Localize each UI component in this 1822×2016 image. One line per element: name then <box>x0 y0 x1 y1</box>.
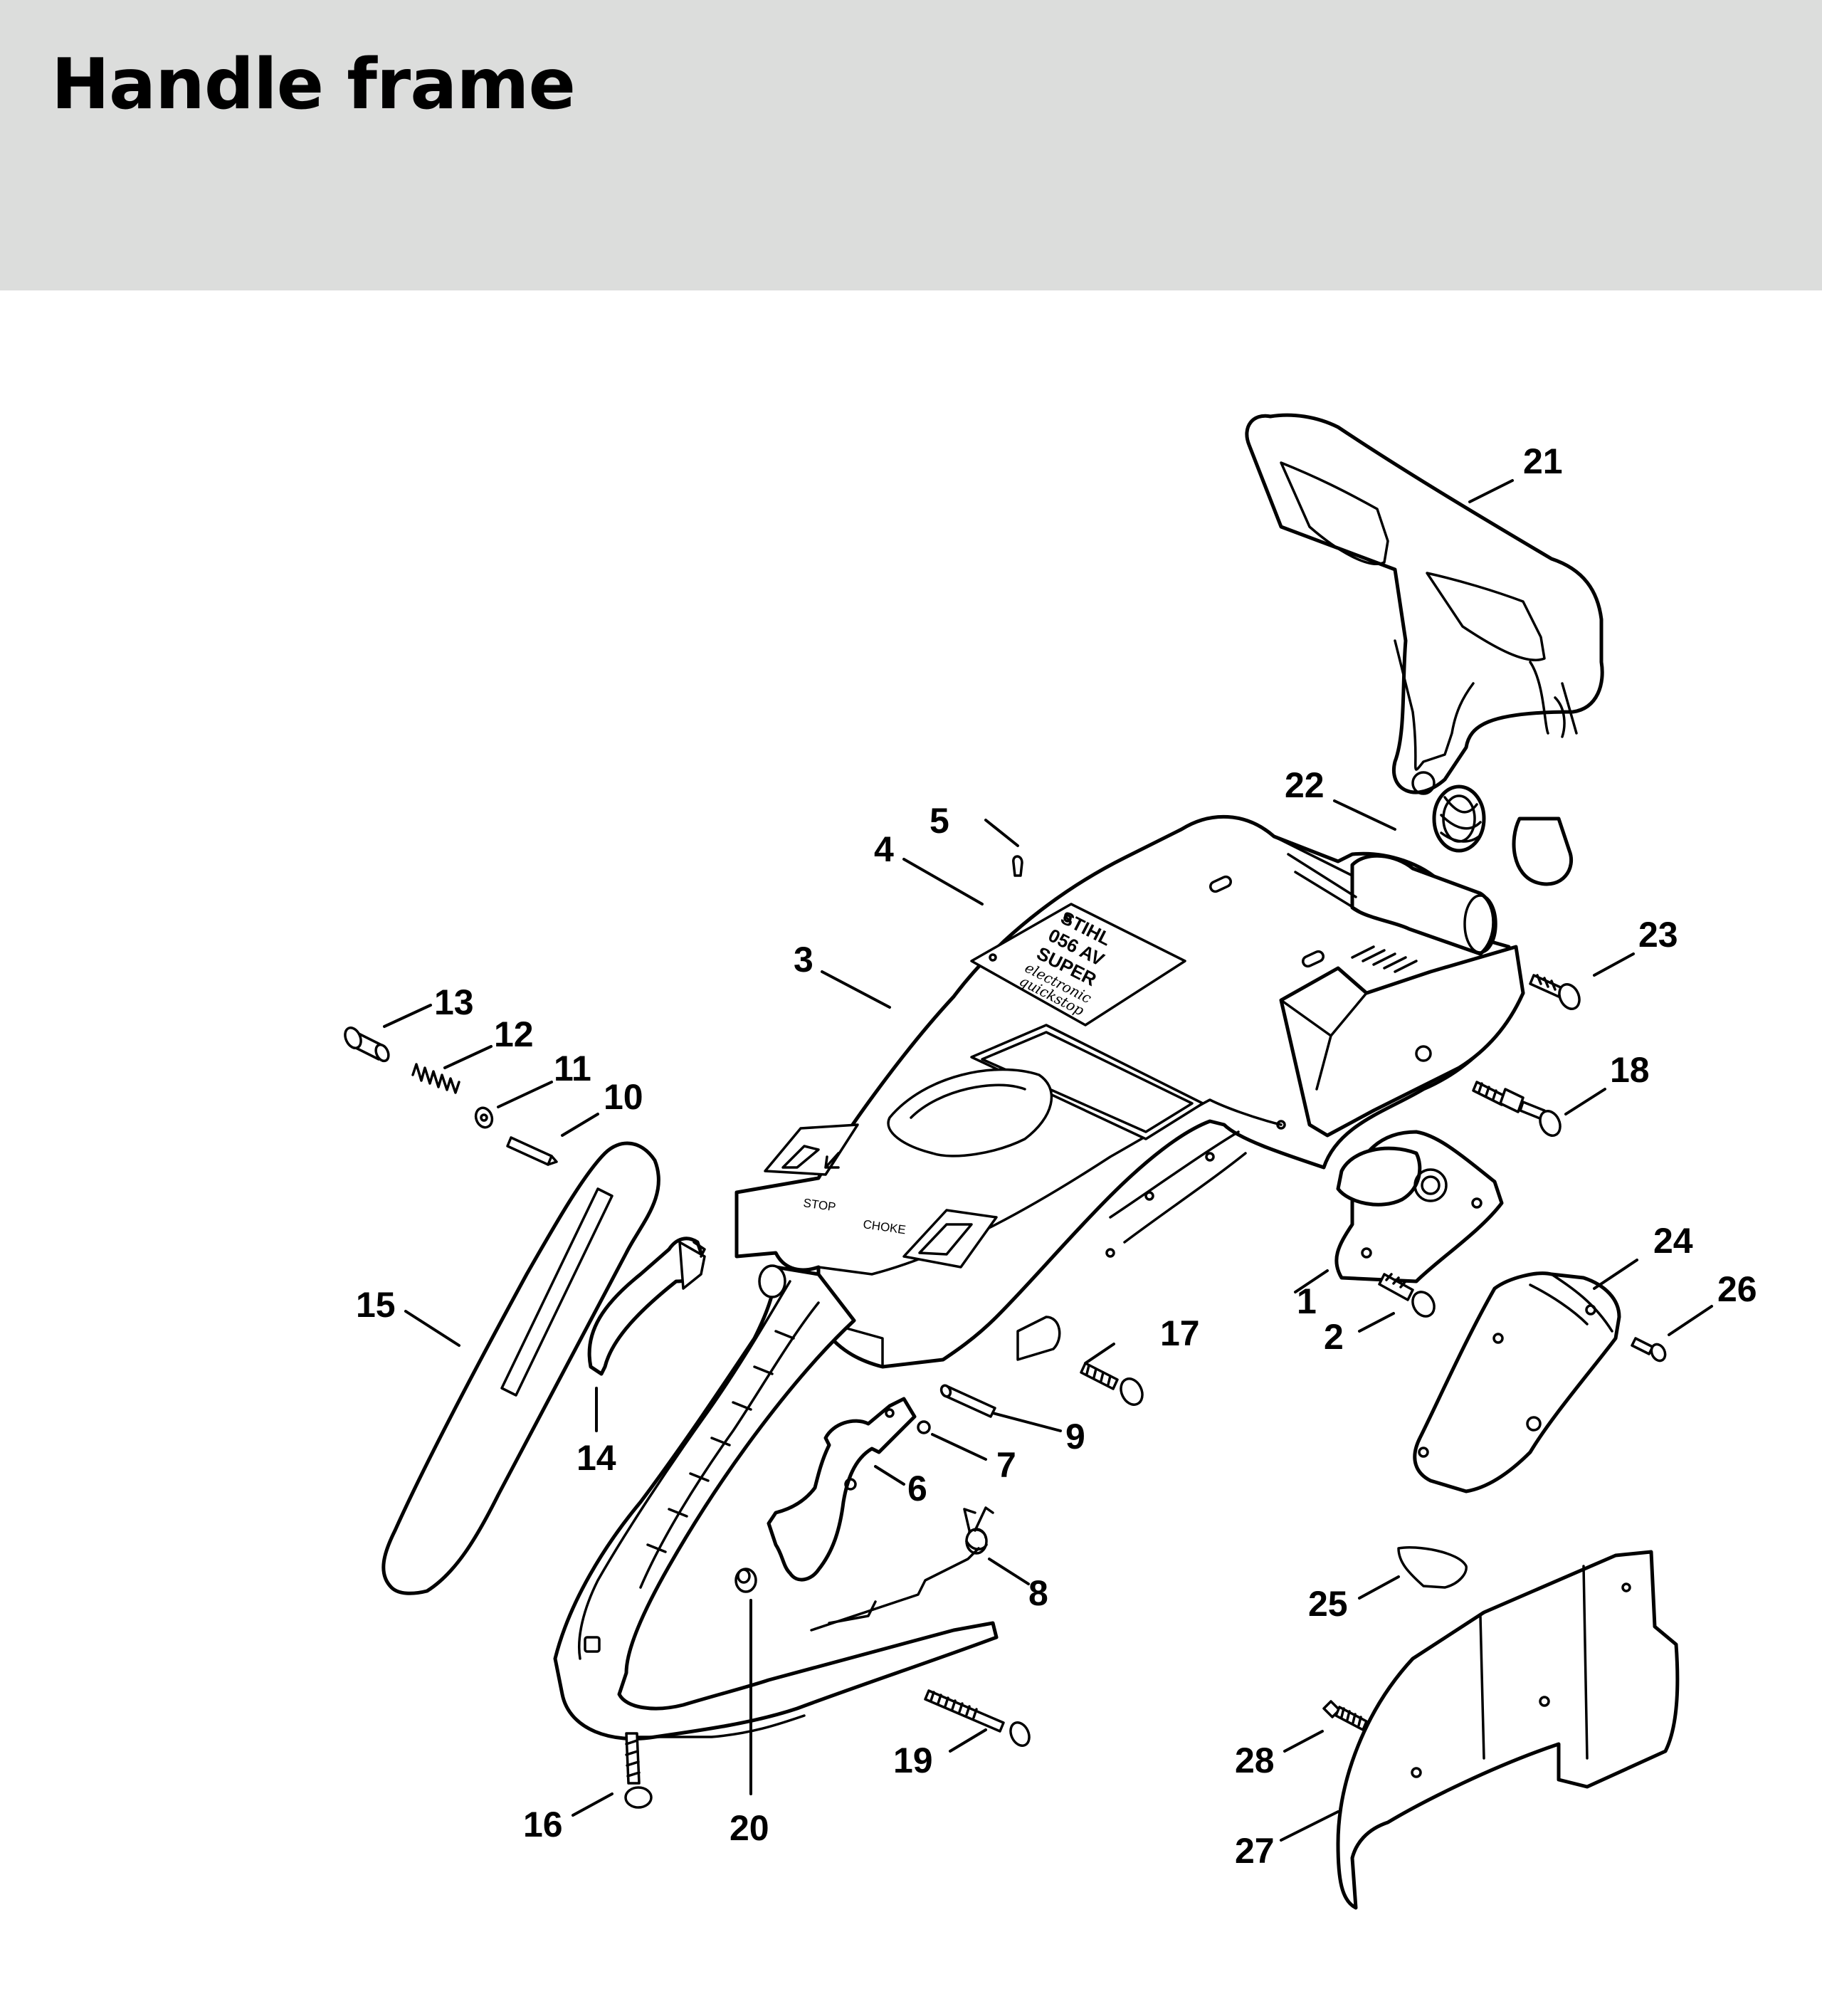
cover-24-part <box>1413 1271 1621 1493</box>
callout-22: 22 <box>1285 765 1325 805</box>
screw-16-part <box>624 1732 653 1809</box>
screw-17-part <box>1080 1362 1144 1406</box>
callout-labels: 1 2 3 4 5 6 7 8 9 10 11 12 13 14 15 16 1… <box>356 441 1757 1871</box>
callout-14: 14 <box>576 1438 616 1478</box>
leader-lines <box>383 479 1713 1842</box>
collar-screw-part <box>1472 1081 1562 1137</box>
callout-9: 9 <box>1065 1417 1085 1456</box>
callout-3: 3 <box>794 940 813 980</box>
screw-19-part <box>924 1689 1031 1747</box>
washer-part <box>474 1106 494 1129</box>
callout-1: 1 <box>1297 1281 1317 1321</box>
pin-10-part <box>506 1136 558 1166</box>
exploded-parts-diagram: STIHL 056 AV SUPER electronic quickstop … <box>0 290 1822 2016</box>
callout-17: 17 <box>1160 1313 1200 1353</box>
callout-11: 11 <box>554 1049 591 1088</box>
throttle-lockout-part <box>767 1397 917 1582</box>
plug-part <box>1397 1545 1468 1589</box>
callout-6: 6 <box>907 1469 927 1508</box>
screw-28-part <box>1322 1700 1368 1731</box>
callout-25: 25 <box>1308 1584 1348 1624</box>
page-title: Handle frame <box>51 44 576 125</box>
hand-guard-part <box>1245 413 1604 886</box>
screw-2-part <box>1378 1273 1436 1318</box>
screw-26-part <box>1631 1337 1667 1363</box>
callout-15: 15 <box>356 1285 396 1325</box>
callout-8: 8 <box>1028 1573 1048 1613</box>
handle-cover-part <box>381 1141 660 1595</box>
callout-23: 23 <box>1638 915 1678 955</box>
circlip-part <box>917 1420 931 1434</box>
callout-13: 13 <box>434 982 474 1022</box>
callout-19: 19 <box>893 1741 933 1780</box>
callout-28: 28 <box>1235 1741 1275 1780</box>
sleeve-20-part <box>734 1568 757 1593</box>
callout-26: 26 <box>1717 1269 1757 1309</box>
throttle-trigger-part <box>587 1237 706 1376</box>
callout-10: 10 <box>604 1077 643 1117</box>
compression-spring-part <box>411 1063 460 1094</box>
throttle-rod-part <box>810 1547 980 1632</box>
side-plate-part <box>1336 1550 1680 1910</box>
av-mount-part <box>1334 1130 1504 1283</box>
callout-2: 2 <box>1324 1317 1344 1357</box>
callout-5: 5 <box>930 801 949 841</box>
lever-spring-part <box>963 1506 994 1555</box>
callout-4: 4 <box>874 829 894 869</box>
pin-9-part <box>939 1384 996 1418</box>
callout-12: 12 <box>494 1014 534 1054</box>
callout-21: 21 <box>1523 441 1563 481</box>
callout-16: 16 <box>523 1805 563 1844</box>
header-bar: Handle frame <box>0 0 1822 290</box>
sleeve-part <box>344 1027 390 1063</box>
handle-housing-part <box>553 814 1525 1741</box>
callout-24: 24 <box>1653 1221 1693 1261</box>
torsion-spring-part <box>1432 784 1486 853</box>
rivet-part <box>1012 855 1023 877</box>
callout-18: 18 <box>1610 1050 1650 1090</box>
callout-20: 20 <box>730 1808 769 1848</box>
callout-7: 7 <box>996 1445 1016 1485</box>
callout-27: 27 <box>1235 1831 1275 1871</box>
screw-23-part <box>1529 974 1581 1010</box>
